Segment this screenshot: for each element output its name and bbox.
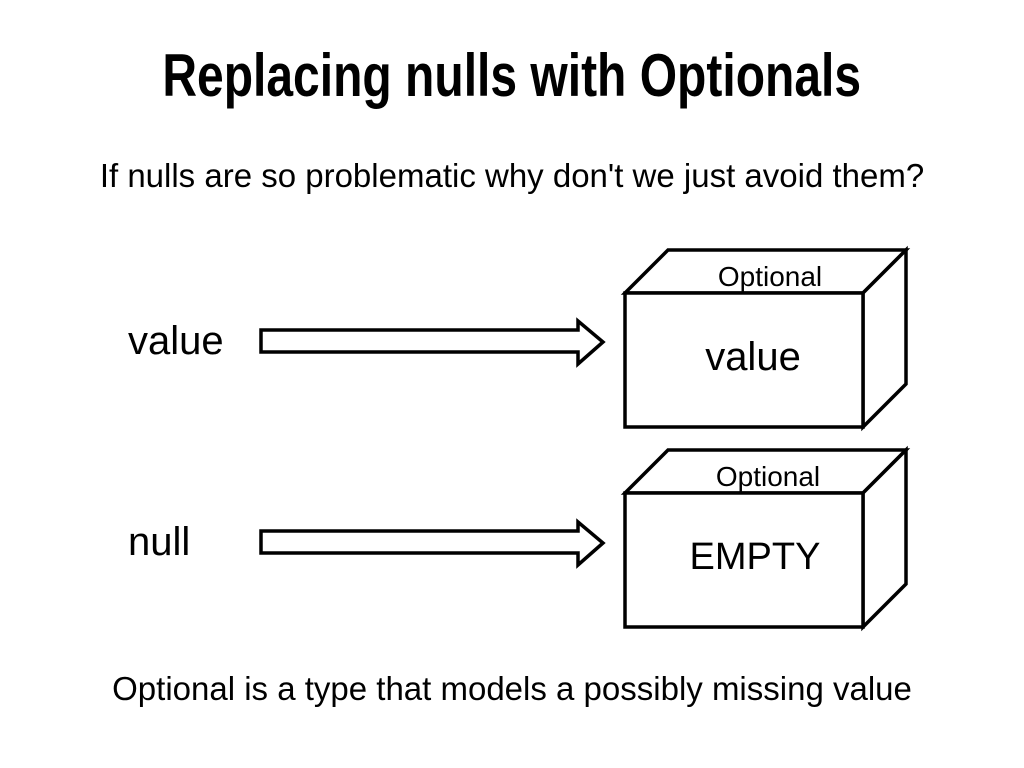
row1-box-title: Optional <box>717 261 823 292</box>
row2-box-content: EMPTY <box>689 536 821 578</box>
row2-source-label: null <box>128 520 191 564</box>
arrow-row1-right-icon <box>259 317 606 368</box>
row1-box-content: value <box>705 335 801 379</box>
row1-source-label: value <box>128 319 224 363</box>
page-title: Replacing nulls with Optionals <box>0 46 1024 106</box>
page-title-text: Replacing nulls with Optionals <box>162 42 862 109</box>
slide-subtitle: If nulls are so problematic why don't we… <box>99 157 925 194</box>
slide-footer: Optional is a type that models a possibl… <box>112 670 912 707</box>
arrow-row2-right-icon <box>259 518 606 569</box>
box-row1-front-face <box>623 291 865 429</box>
row2-box-title: Optional <box>715 461 821 492</box>
box-row2-front-face <box>623 491 865 629</box>
